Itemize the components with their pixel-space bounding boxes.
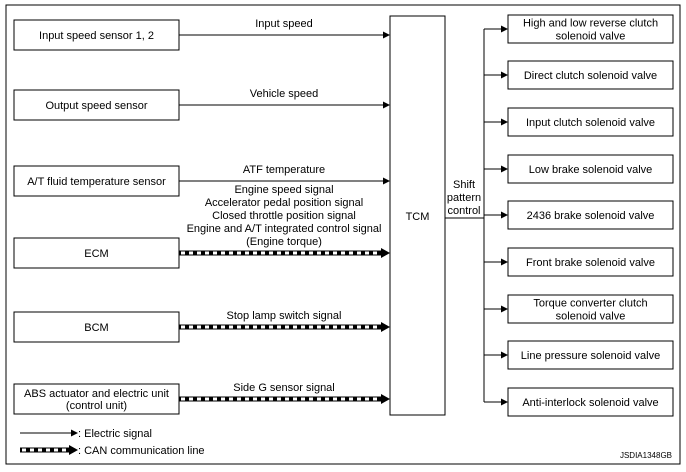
- output-front-brake: Front brake solenoid valve: [484, 247, 674, 277]
- input-speed-sensor-label: Input speed sensor 1, 2: [39, 30, 154, 42]
- figure-code: JSDIA1348GB: [620, 451, 672, 460]
- output-low-brake: Low brake solenoid valve: [484, 154, 674, 184]
- output-speed-sensor-signal-line-arrowhead: [383, 101, 390, 109]
- high-low-reverse-clutch-label-line-1: High and low reverse clutch: [523, 18, 658, 30]
- ecm-label: ECM: [84, 248, 108, 260]
- low-brake-label: Low brake solenoid valve: [529, 164, 653, 176]
- input-abs-unit: ABS actuator and electric unit(control u…: [13, 383, 180, 415]
- input-input-speed-sensor: Input speed sensor 1, 2: [13, 19, 180, 51]
- ecm-signal-label-line-1: Engine speed signal: [234, 184, 333, 196]
- bcm-can-line-arrowhead: [381, 322, 390, 332]
- front-brake-box: [507, 247, 674, 277]
- abs-unit-signal-label: Side G sensor signal: [233, 382, 335, 394]
- front-brake-branch-line-arrowhead: [501, 258, 508, 266]
- abs-unit-box: [13, 383, 180, 415]
- shift-pattern-control-label-line-3: control: [447, 205, 480, 217]
- output-brake-2436: 2436 brake solenoid valve: [484, 200, 674, 230]
- input-ecm: ECM: [13, 237, 180, 269]
- abs-unit-can-line-arrowhead: [381, 394, 390, 404]
- direct-clutch-branch-line-arrowhead: [501, 71, 508, 79]
- bcm-signal-label: Stop lamp switch signal: [227, 310, 342, 322]
- fluid-temp-sensor-signal-label: ATF temperature: [243, 164, 325, 176]
- line-pressure-label: Line pressure solenoid valve: [521, 350, 660, 362]
- direct-clutch-label: Direct clutch solenoid valve: [524, 70, 657, 82]
- bcm-box: [13, 311, 180, 343]
- input-clutch-box: [507, 107, 674, 137]
- output-speed-sensor-box: [13, 89, 180, 121]
- anti-interlock-label: Anti-interlock solenoid valve: [522, 397, 658, 409]
- direct-clutch-box: [507, 60, 674, 90]
- ecm-box: [13, 237, 180, 269]
- torque-converter-clutch-label-line-1: Torque converter clutch: [533, 298, 647, 310]
- high-low-reverse-clutch-branch-line-arrowhead: [501, 25, 508, 33]
- legend-can-label: : CAN communication line: [78, 445, 205, 457]
- tcm-label: TCM: [406, 211, 430, 223]
- torque-converter-clutch-box: [507, 294, 674, 324]
- ecm-signal-label-line-4: Engine and A/T integrated control signal: [187, 223, 382, 235]
- ecm-signal-label-line-5: (Engine torque): [246, 236, 322, 248]
- outer-frame: [5, 4, 681, 465]
- legend-electric-sample-arrowhead: [71, 429, 78, 437]
- high-low-reverse-clutch-box: [507, 14, 674, 44]
- front-brake-label: Front brake solenoid valve: [526, 257, 655, 269]
- abs-unit-label-line-1: ABS actuator and electric unit: [24, 388, 169, 400]
- ecm-signal-label-line-3: Closed throttle position signal: [212, 210, 356, 222]
- anti-interlock-branch-line-arrowhead: [501, 398, 508, 406]
- bcm-label: BCM: [84, 322, 108, 334]
- input-fluid-temp-sensor: A/T fluid temperature sensor: [13, 165, 180, 197]
- shift-pattern-control-label-line-1: Shift: [453, 179, 475, 191]
- shift-pattern-control-label-line-2: pattern: [447, 192, 481, 204]
- input-clutch-label: Input clutch solenoid valve: [526, 117, 655, 129]
- fluid-temp-sensor-label: A/T fluid temperature sensor: [27, 176, 166, 188]
- input-devices: Input speed sensor 1, 2 Output speed sens…: [13, 19, 180, 415]
- legend-can-sample-arrowhead: [69, 445, 78, 455]
- output-direct-clutch: Direct clutch solenoid valve: [484, 60, 674, 90]
- input-speed-sensor-box: [13, 19, 180, 51]
- legend-electric-label: : Electric signal: [78, 428, 152, 440]
- input-output-speed-sensor: Output speed sensor: [13, 89, 180, 121]
- tcm-box: [389, 15, 446, 416]
- input-bcm: BCM: [13, 311, 180, 343]
- output-anti-interlock: Anti-interlock solenoid valve: [484, 387, 674, 417]
- input-speed-sensor-signal-label: Input speed: [255, 18, 313, 30]
- line-pressure-branch-line-arrowhead: [501, 351, 508, 359]
- torque-converter-clutch-branch-line-arrowhead: [501, 305, 508, 313]
- ecm-signal-label-line-2: Accelerator pedal position signal: [205, 197, 363, 209]
- input-clutch-branch-line-arrowhead: [501, 118, 508, 126]
- line-pressure-box: [507, 340, 674, 370]
- low-brake-branch-line-arrowhead: [501, 165, 508, 173]
- tcm-group: TCM: [389, 15, 446, 416]
- legend: : Electric signal : CAN communication lin…: [20, 428, 205, 457]
- torque-converter-clutch-label-line-2: solenoid valve: [556, 311, 626, 323]
- output-speed-sensor-label: Output speed sensor: [45, 100, 147, 112]
- abs-unit-label-line-2: (control unit): [66, 400, 127, 412]
- output-input-clutch: Input clutch solenoid valve: [484, 107, 674, 137]
- brake-2436-branch-line-arrowhead: [501, 211, 508, 219]
- output-line-pressure: Line pressure solenoid valve: [484, 340, 674, 370]
- fluid-temp-sensor-signal-line-arrowhead: [383, 177, 390, 185]
- input-speed-sensor-signal-line-arrowhead: [383, 31, 390, 39]
- high-low-reverse-clutch-label-line-2: solenoid valve: [556, 31, 626, 43]
- output-speed-sensor-signal-label: Vehicle speed: [250, 88, 319, 100]
- brake-2436-box: [507, 200, 674, 230]
- brake-2436-label: 2436 brake solenoid valve: [527, 210, 655, 222]
- ecm-can-line-arrowhead: [381, 248, 390, 258]
- anti-interlock-box: [507, 387, 674, 417]
- low-brake-box: [507, 154, 674, 184]
